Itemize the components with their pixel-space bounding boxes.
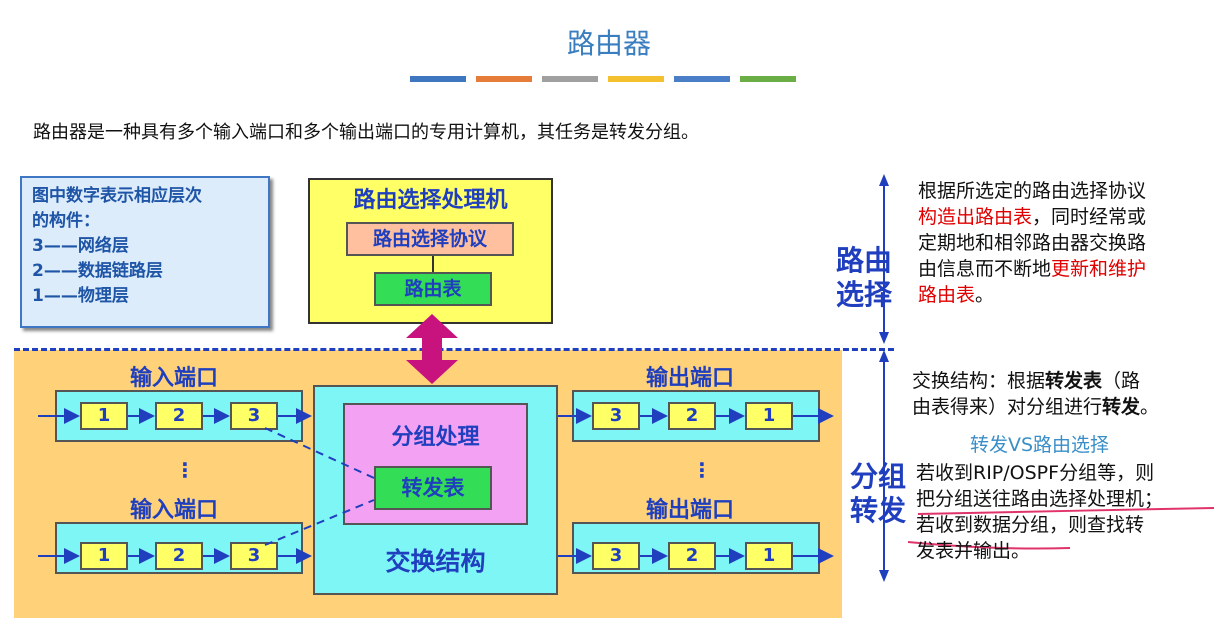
page-title: 路由器 [566,27,651,60]
forwarding-rule-line: 若收到数据分组，则查找转 [916,514,1145,536]
output-ellipsis: ⋮ [692,458,712,482]
accent-bar [410,76,466,82]
accent-bar [674,76,730,82]
forwarding-span-arrow-head [879,350,889,362]
legend-line: 1——物理层 [32,286,129,306]
routing-title-line: 选择 [836,278,893,311]
routing-desc-red: 路由表 [918,284,976,306]
accent-bar [740,76,796,82]
forwarding-desc-line: 由表得来）对分组进行转发。 [912,394,1216,420]
forwarding-table-box: 转发表 [374,466,492,510]
accent-bar [608,76,664,82]
routing-table-box: 路由表 [374,272,492,306]
forwarding-desc-text: 交换结构：根据 [912,370,1046,392]
legend-line: 3——网络层 [32,236,129,256]
forwarding-span-arrow-head [879,570,889,582]
forwarding-vs-routing-heading: 转发VS路由选择 [970,434,1110,456]
output-cell-layer1: 1 [745,402,793,430]
control-data-double-arrow [406,314,458,384]
output-cell-layer3: 3 [592,542,640,570]
input-cell-layer1: 1 [80,542,128,570]
lookup-dashed-line [264,499,375,546]
annotation-underline [917,507,1215,515]
output-cell-layer3: 3 [592,402,640,430]
annotation-underline [907,541,1071,550]
routing-processor-title: 路由选择处理机 [353,188,508,213]
routing-desc-text: 。 [975,284,995,306]
accent-bars [410,76,796,82]
input-cell-layer3: 3 [230,402,278,430]
routing-span-arrow-head [879,332,889,344]
intro-text: 路由器是一种具有多个输入端口和多个输出端口的专用计算机，其任务是转发分组。 [33,122,699,143]
legend-line: 2——数据链路层 [32,261,163,281]
input-cell-layer2: 2 [155,542,203,570]
input-cell-layer2: 2 [155,402,203,430]
forwarding-section-title: 分组 转发 [850,460,906,528]
routing-desc-text: 由信息而不断地 [918,258,1052,280]
forwarding-desc-bold: 转发 [1102,396,1141,418]
legend-box: 图中数字表示相应层次 的构件： 3——网络层 2——数据链路层 1——物理层 [20,176,270,328]
lookup-dashed-line [264,427,375,479]
routing-desc-text: ，同时经常或 [1032,206,1147,228]
output-port-label: 输出端口 [646,498,735,523]
packet-processing-label: 分组处理 [391,425,480,450]
input-cell-layer3: 3 [230,542,278,570]
accent-bar [476,76,532,82]
forwarding-rules: 若收到RIP/OSPF分组等，则 把分组送往路由选择处理机； 若收到数据分组，则… [916,460,1216,564]
connector-line [432,256,434,272]
input-port-label: 输入端口 [130,498,219,523]
forwarding-rule-line: 若收到RIP/OSPF分组等，则 [916,462,1155,484]
forwarding-desc-text: 。 [1140,396,1160,418]
routing-protocol-box: 路由选择协议 [346,222,514,256]
routing-section-title: 路由 选择 [836,244,892,312]
routing-span-arrow-head [879,174,889,186]
routing-title-line: 路由 [836,244,893,277]
routing-desc-red: 构造出路由表 [918,206,1033,228]
routing-desc-line: 根据所选定的路由选择协议 [918,180,1147,202]
output-cell-layer2: 2 [668,402,716,430]
forwarding-desc-text: （路 [1102,370,1141,392]
input-ellipsis: ⋮ [175,458,195,482]
output-port-label: 输出端口 [646,366,735,391]
routing-desc-line: 由信息而不断地更新和维护 [918,256,1214,282]
input-cell-layer1: 1 [80,402,128,430]
routing-processor: 路由选择处理机 路由选择协议 路由表 [308,178,553,324]
routing-desc-line: 构造出路由表，同时经常或 [918,204,1214,230]
forwarding-title-line: 分组 [850,460,907,493]
forwarding-title-line: 转发 [850,494,907,527]
legend-line: 的构件： [32,211,100,231]
legend-line: 图中数字表示相应层次 [32,186,202,206]
forwarding-desc-text: 由表得来）对分组进行 [912,396,1103,418]
output-cell-layer2: 2 [668,542,716,570]
forwarding-rule-line: 把分组送往路由选择处理机； [916,488,1164,510]
routing-description: 根据所选定的路由选择协议 构造出路由表，同时经常或 定期地和相邻路由器交换路 由… [918,178,1214,308]
routing-desc-line: 路由表。 [918,282,1214,308]
forwarding-desc-line: 交换结构：根据转发表（路 [912,368,1216,394]
plane-separator-line [14,348,894,351]
routing-desc-line: 定期地和相邻路由器交换路 [918,232,1147,254]
forwarding-rule-line: 发表并输出。 [916,540,1031,562]
forwarding-desc-bold: 转发表 [1045,370,1103,392]
output-cell-layer1: 1 [745,542,793,570]
routing-desc-red: 更新和维护 [1051,258,1147,280]
switch-fabric-label: 交换结构 [385,547,486,576]
forwarding-description: 交换结构：根据转发表（路 由表得来）对分组进行转发。 [912,368,1216,420]
accent-bar [542,76,598,82]
input-port-label: 输入端口 [130,366,219,391]
